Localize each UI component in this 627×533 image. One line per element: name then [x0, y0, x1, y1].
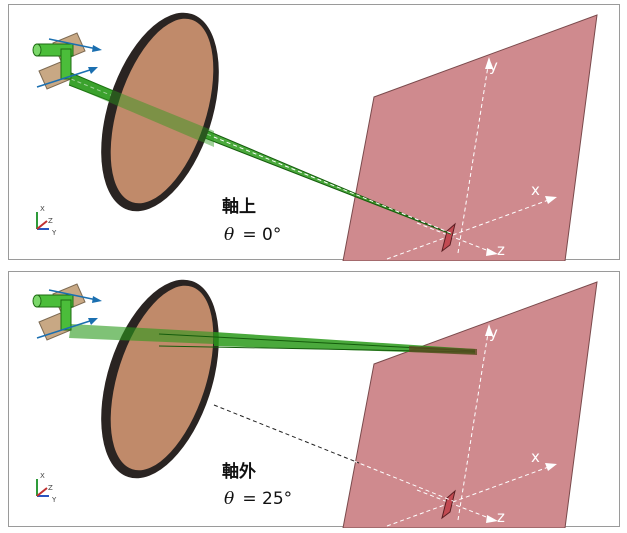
input-arrow-upper-head	[92, 296, 102, 303]
z-axis-arrow	[486, 515, 498, 523]
angle-value: = 0°	[237, 225, 281, 245]
panel-title: 軸外	[222, 461, 256, 482]
y-axis-arrow	[485, 324, 493, 336]
beam-through-lens	[69, 324, 214, 344]
triad-y-label: Y	[51, 496, 57, 504]
lens-face	[110, 18, 214, 204]
x-axis-label: x	[531, 181, 540, 199]
theta-symbol: θ	[224, 489, 234, 509]
coordinate-triad: X Z Y	[36, 205, 57, 237]
input-arrow-lower-head	[88, 318, 98, 325]
triad-x-label: X	[40, 205, 45, 213]
detector-spot	[441, 489, 456, 520]
beam-vertical	[60, 299, 72, 331]
triad-x-label: X	[40, 472, 45, 480]
z-axis-arrow	[486, 248, 498, 256]
panel-title: 軸上	[222, 196, 256, 217]
x-axis-arrow	[545, 196, 557, 204]
z-axis-label: z	[497, 508, 505, 526]
y-axis-label: y	[489, 324, 498, 342]
optical-axis-dashed	[70, 78, 454, 235]
screen-plane	[342, 281, 598, 528]
y-axis-arrow	[485, 57, 493, 69]
panel-on-axis: y x z X Z Y 軸上	[8, 4, 620, 261]
y-axis-label: y	[489, 57, 498, 75]
triad-z-label: Z	[48, 217, 53, 225]
input-arrow-upper	[48, 289, 98, 301]
beam-spot-on-screen	[409, 346, 477, 355]
x-axis-line	[386, 464, 555, 527]
theta-symbol: θ	[224, 225, 234, 245]
x-axis-label: x	[531, 448, 540, 466]
screen-plane	[342, 14, 598, 261]
on-axis-diagram: y x z X Z Y 軸上	[32, 12, 598, 261]
y-axis-line	[457, 326, 490, 521]
off-axis-diagram: y x z X Z Y	[32, 279, 598, 528]
input-arrow-upper-head	[92, 45, 102, 52]
detector-spot	[441, 222, 456, 253]
beam-vertical	[60, 48, 72, 80]
optical-axis-dashed-dark	[213, 404, 360, 464]
triad-z-label: Z	[48, 484, 53, 492]
beam-cylinder-end	[32, 43, 42, 57]
x-axis-line	[386, 197, 555, 260]
y-axis-line	[457, 59, 490, 254]
input-arrow-lower	[36, 319, 94, 339]
angle-value: = 25°	[237, 489, 292, 509]
coordinate-triad: X Z Y	[36, 472, 57, 504]
input-arrow-lower	[36, 68, 94, 88]
beam-cylinder-end	[32, 294, 42, 308]
triad-y-label: Y	[51, 229, 57, 237]
panel-off-axis: y x z X Z Y	[8, 271, 620, 528]
z-axis-label: z	[497, 241, 505, 259]
input-arrow-lower-head	[88, 67, 98, 74]
input-arrow-upper	[48, 38, 98, 50]
x-axis-arrow	[545, 463, 557, 471]
beam-through-lens	[69, 73, 214, 147]
